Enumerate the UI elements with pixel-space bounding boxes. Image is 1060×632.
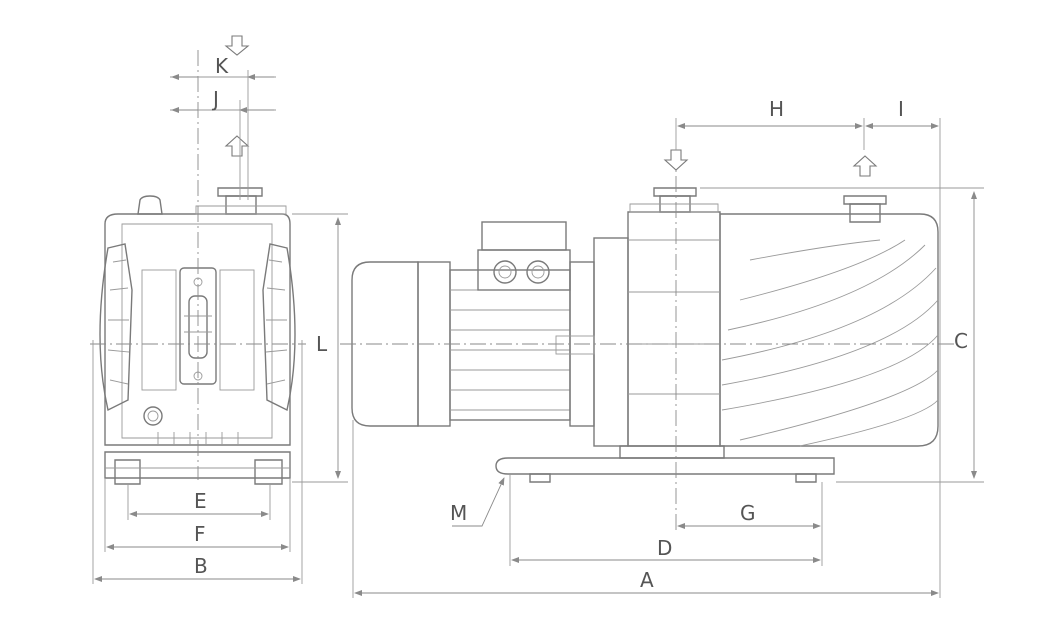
front-oil-cap: [137, 195, 163, 215]
label-G: G: [740, 501, 756, 525]
label-L: L: [316, 332, 328, 356]
front-base: [104, 451, 291, 479]
coupling-flange: [593, 237, 629, 447]
side-exhaust-flange: [843, 195, 887, 205]
front-inlet-arrow-icon: [224, 35, 250, 56]
motor-body: [449, 269, 571, 421]
side-dimensions: [352, 118, 984, 598]
front-dimensions: [92, 70, 348, 584]
side-inlet-flange: [653, 187, 697, 197]
side-inlet-arrow-icon: [663, 149, 689, 171]
label-E: E: [194, 489, 207, 513]
pump-front-plate: [627, 211, 721, 447]
dimension-labels: K J L E F B H I C G D A M: [194, 54, 968, 592]
front-housing: [104, 213, 291, 446]
front-exhaust-arrow-icon: [224, 135, 250, 157]
side-view: [340, 150, 954, 530]
label-A: A: [640, 568, 654, 592]
front-foot-left: [114, 459, 141, 485]
front-view: [90, 50, 306, 485]
pump-housing: [719, 213, 939, 447]
label-M: M: [450, 501, 467, 525]
front-cowl-right: [262, 243, 296, 412]
label-C: C: [954, 329, 968, 353]
front-drain-plug: [143, 406, 163, 426]
label-J: J: [211, 87, 219, 111]
terminal-box-top: [481, 221, 567, 251]
label-B: B: [194, 554, 208, 578]
label-D: D: [657, 536, 672, 560]
side-base-plate: [495, 457, 835, 475]
front-cowl-left: [99, 243, 133, 412]
label-K: K: [215, 54, 229, 78]
side-exhaust-arrow-icon: [852, 155, 878, 177]
label-H: H: [769, 97, 784, 121]
label-I: I: [898, 97, 904, 121]
front-inlet-flange: [217, 187, 263, 197]
front-foot-right: [254, 459, 283, 485]
motor-fan-cover: [351, 261, 419, 427]
label-F: F: [194, 522, 206, 546]
